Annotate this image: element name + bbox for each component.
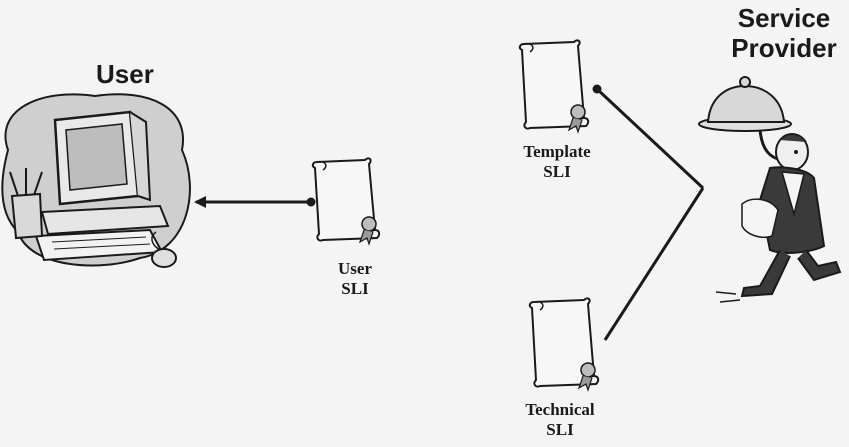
scroll-icon (530, 298, 598, 390)
technical-sli-label: Technical SLI (510, 400, 610, 439)
service-provider-label: Service Provider (726, 4, 842, 64)
template-sli-label-line1: Template (509, 142, 605, 162)
user-sli-label-line1: User (320, 259, 390, 279)
service-provider-label-line2: Provider (726, 34, 842, 64)
arrow-provider-to-technical-sli (605, 188, 703, 340)
template-sli-label: Template SLI (509, 142, 605, 181)
user-sli-label-line2: SLI (320, 279, 390, 299)
waiter-icon (699, 77, 840, 302)
computer-icon (2, 94, 190, 267)
technical-sli-label-line1: Technical (510, 400, 610, 420)
scroll-icon (520, 40, 588, 132)
scroll-icon (313, 158, 379, 244)
user-label: User (96, 60, 154, 90)
template-sli-label-line2: SLI (509, 162, 605, 182)
user-sli-label: User SLI (320, 259, 390, 298)
arrow-provider-to-template-sli (593, 85, 704, 189)
arrow-user-sli-to-user (196, 198, 316, 207)
technical-sli-label-line2: SLI (510, 420, 610, 440)
service-provider-label-line1: Service (726, 4, 842, 34)
